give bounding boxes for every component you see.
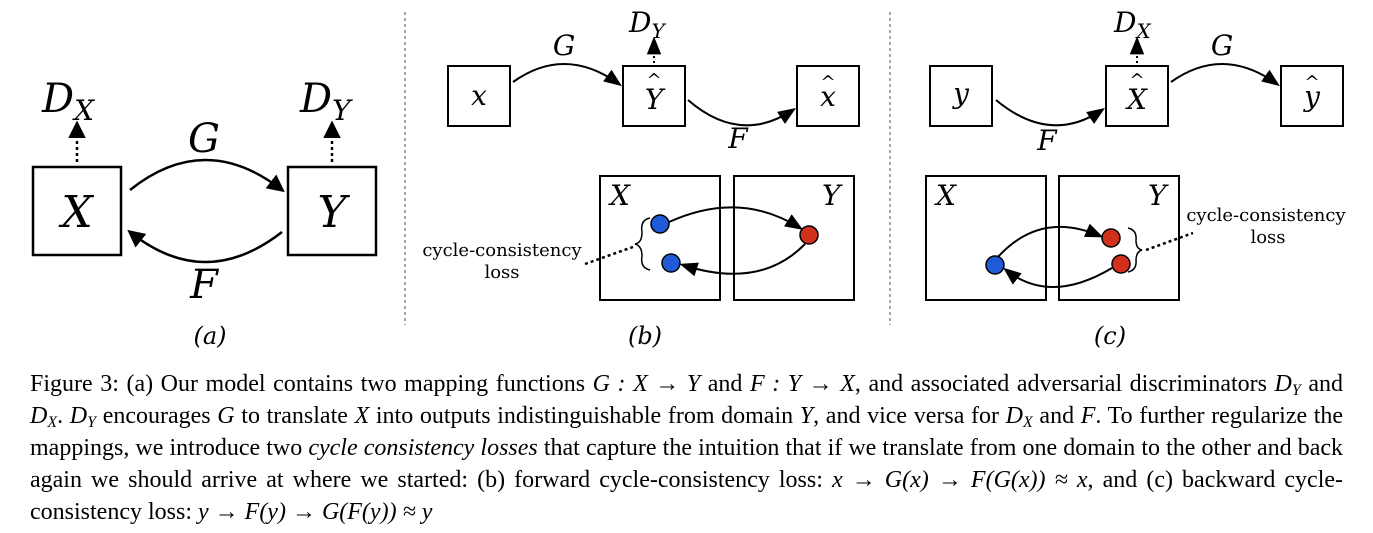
figure-caption: Figure 3: (a) Our model contains two map… [30,368,1343,528]
mapping-g-label: G [188,116,220,162]
point-y-reconstructed-red [1111,254,1131,274]
mapping-g-arrow [1170,63,1280,87]
mapping-g-label: G [1211,29,1233,62]
caption-math: G : X → Y [592,371,701,397]
point-x-reconstructed-blue [661,253,681,273]
loss-brace [1127,227,1143,273]
mapping-f-arrow [687,99,797,127]
caption-math: F [1080,403,1096,429]
domain-x-box [599,175,721,301]
caption-text: that capture the intuition that if we tr… [30,435,1343,493]
mapping-f-label: F [1036,124,1058,157]
panel-a-caption: (a) [193,322,226,350]
mapping-f-label: F [189,262,219,308]
caption-math: DY [1274,371,1301,399]
backward-f-arrow [996,223,1104,259]
caption-text: and [1308,371,1344,397]
loss-label-line1: cycle-consistency [1186,205,1346,226]
caption-text: encourages [102,403,211,429]
point-x-red [1101,228,1121,248]
mapping-f-arrow [995,99,1105,127]
figure-diagram: X Y DX DY G F (a) x ^ Y ^ x DY G F X Y [31,6,1346,350]
figure-label: Figure 3: [30,371,119,397]
caption-math: F : Y → X [749,371,855,397]
generated-y-label: Y [645,83,666,116]
caption-math: Y [799,403,814,429]
panel-a: X Y DX DY G F (a) [31,76,378,350]
mapping-g-arrow [512,63,622,87]
caption-text: and [707,371,743,397]
backward-g-arrow [1003,267,1113,288]
caption-text: to translate [241,403,348,429]
domain-x-label: X [934,179,957,212]
reconstructed-x-box [796,65,860,127]
loss-label-line2: loss [1250,227,1285,248]
reconstructed-y-box [1280,65,1344,127]
input-y-label: y [951,77,970,110]
loss-pointer [1145,231,1194,252]
caption-emphasis: cycle consistency losses [308,435,538,461]
node-x-box [31,165,123,257]
caption-text: into outputs indistinguishable from doma… [375,403,794,429]
generated-y-box [622,65,686,127]
input-y-box [929,65,993,127]
domain-x-label: X [608,179,631,212]
caption-math: X [354,403,370,429]
domain-y-label: Y [1148,179,1169,212]
panel-c-caption: (c) [1094,322,1126,350]
caption-text: , and (c) backward cycle-consistency los… [30,467,1344,525]
caption-text: , and vice versa for [813,403,999,429]
domain-x-box [925,175,1047,301]
domain-y-box [733,175,855,301]
point-x-blue [650,214,670,234]
panel-b-caption: (b) [628,322,662,350]
discriminator-dx-label: DX [41,76,95,127]
forward-f-arrow [679,243,806,277]
generated-y-hat: ^ [646,70,661,91]
caption-text: . [57,403,64,429]
input-x-box [447,65,511,127]
reconstructed-y-hat: ^ [1304,72,1319,93]
caption-text: (a) Our model contains two mapping funct… [126,371,586,397]
reconstructed-y-label: y [1302,80,1321,113]
caption-math: DY [69,403,97,431]
generated-x-box [1105,65,1169,127]
reconstructed-x-hat: ^ [820,72,835,93]
node-x-label: X [58,187,94,238]
loss-brace [634,217,651,271]
caption-math: x → G(x) → F(G(x)) ≈ x [831,467,1088,493]
point-y-red [799,225,819,245]
mapping-f-arrow [127,229,283,264]
panel-c: y ^ X ^ y DX F G X Y cycle-consistency l… [925,6,1346,350]
discriminator-dy-label: DY [299,76,353,127]
input-x-label: x [471,79,487,112]
caption-math: G [217,403,235,429]
loss-label-line1: cycle-consistency [422,240,582,261]
mapping-g-arrow [129,158,285,193]
caption-math: DX [30,403,58,431]
mapping-g-label: G [553,29,575,62]
loss-pointer [584,245,634,266]
node-y-box [286,165,378,257]
node-y-label: Y [317,187,350,238]
caption-text: , and associated adversarial discriminat… [854,371,1267,397]
discriminator-dy-label: DY [628,6,666,43]
caption-text: and [1039,403,1075,429]
caption-text: . To further regularize the mappings, we… [30,403,1344,461]
domain-y-label: Y [822,179,843,212]
panel-b: x ^ Y ^ x DY G F X Y cycle-consistency l… [422,6,860,350]
generated-x-hat: ^ [1129,70,1144,91]
caption-math: DX [1005,403,1033,431]
caption-math: y → F(y) → G(F(y)) ≈ y [198,499,433,525]
forward-g-arrow [668,206,804,230]
reconstructed-x-label: x [820,80,836,113]
mapping-f-label: F [727,122,749,155]
generated-x-label: X [1125,83,1148,116]
domain-y-box [1058,175,1180,301]
point-y-blue [985,255,1005,275]
loss-label-line2: loss [484,262,519,283]
discriminator-dx-label: DX [1113,6,1151,43]
